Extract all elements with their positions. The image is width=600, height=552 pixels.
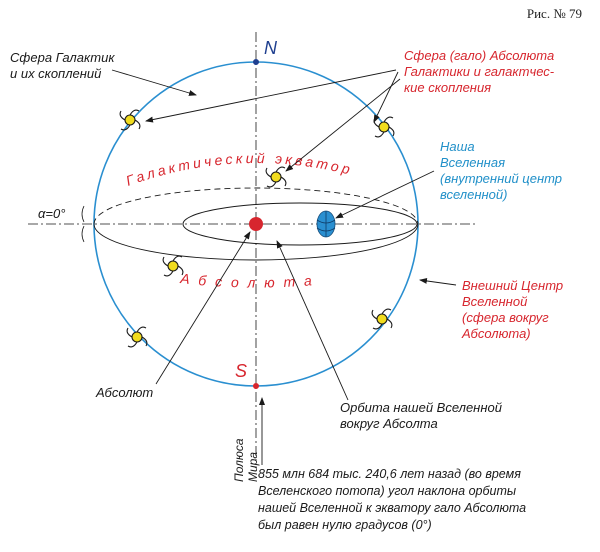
alpha-arc-bottom <box>82 226 84 242</box>
historical-note: 855 млн 684 тыс. 240,6 лет назад (во вре… <box>258 466 526 534</box>
galactic-equator-label: Галактический экватор <box>124 150 355 189</box>
galaxy-icon <box>266 167 286 187</box>
galaxy-icon <box>163 256 183 276</box>
galaxy-sphere-label: Сфера Галактик и их скоплений <box>10 50 114 82</box>
south-pole-dot <box>253 383 259 389</box>
north-pole-dot <box>253 59 259 65</box>
absolute-arc-label: Абсолюта <box>179 270 322 290</box>
figure-number: Рис. № 79 <box>527 6 582 22</box>
outer-center-label: Внешний Центр Вселенной (сфера вокруг Аб… <box>462 278 563 342</box>
absolute-center <box>249 217 263 231</box>
our-universe-label: Наша Вселенная (внутренний центр вселенн… <box>440 139 562 203</box>
north-pole-label: N <box>264 38 277 59</box>
alpha-label: α=0° <box>38 206 65 222</box>
south-pole-label: S <box>235 361 247 382</box>
alpha-arc-top <box>82 206 84 222</box>
halo-sphere-label: Сфера (гало) Абсолюта Галактики и галакт… <box>404 48 554 96</box>
absolute-label: Абсолют <box>96 385 153 401</box>
galaxy-icon <box>127 327 147 347</box>
orbit-label: Орбита нашей Вселенной вокруг Абсолта <box>340 400 502 432</box>
our-universe-icon <box>317 211 335 237</box>
